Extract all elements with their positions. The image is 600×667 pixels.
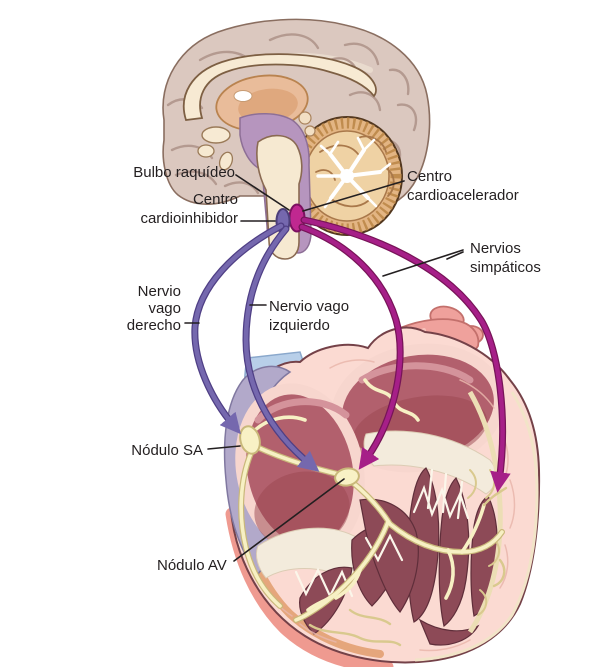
pointer-nodulo-sa [207, 445, 241, 450]
left-vagus-arrow [243, 226, 320, 472]
brainstem-medulla [256, 134, 303, 260]
label-nervio-vago-derecho: Nervio vago derecho [126, 283, 181, 334]
label-nervios-simpaticos: Nervios simpáticos [470, 240, 541, 276]
label-nodulo-sa: Nódulo SA [131, 442, 203, 459]
brain-illustration [162, 18, 431, 260]
sympathetic-arrow-outer [301, 217, 511, 493]
sa-node [239, 425, 261, 455]
inner-cream-line [414, 391, 539, 662]
pointer-simpaticos-2 [446, 251, 464, 260]
pointer-lines [184, 174, 464, 562]
right-vagus-arrow [192, 223, 284, 435]
label-nervio-vago-izquierdo: Nervio vago izquierdo [269, 298, 350, 334]
pointer-cardioacelerador [302, 180, 405, 212]
pointer-bulbo-raquideo [235, 174, 290, 211]
pointer-nodulo-av [233, 478, 345, 562]
pituitary [197, 144, 234, 171]
nerve-arrows [191, 216, 511, 493]
label-centro-cardioinhibidor: Centro cardioinhibidor [140, 191, 238, 227]
pointer-simpaticos-1 [382, 249, 464, 277]
corpus-callosum [182, 53, 377, 121]
fornix [201, 126, 231, 144]
sympathetic-arrow-inner [299, 224, 403, 470]
label-nodulo-av: Nódulo AV [157, 557, 227, 574]
label-centro-cardioacelerador: Centro cardioacelerador [407, 168, 519, 204]
label-bulbo-raquideo: Bulbo raquídeo [133, 164, 235, 181]
